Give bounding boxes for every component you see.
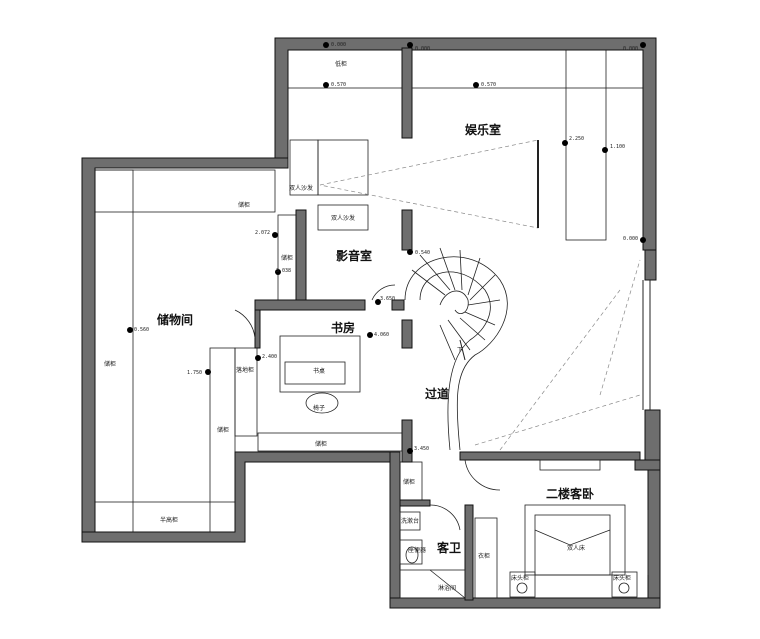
- label-shower: 淋浴间: [438, 584, 456, 592]
- level-value: 0.000: [623, 236, 638, 242]
- level-value: 0.570: [481, 82, 496, 88]
- room-storage: 储物间: [157, 312, 193, 327]
- level-value: 2.072: [255, 230, 270, 236]
- nightstand-right: [611, 571, 638, 598]
- wall-east-2: [644, 409, 661, 461]
- label-storage-cabinet-6: 储柜: [403, 478, 415, 486]
- chair: [305, 392, 339, 414]
- label-nightstand-right: 床头柜: [613, 574, 631, 582]
- label-double-sofa: 双人沙发: [289, 184, 313, 192]
- label-storage-cabinet-4: 储柜: [217, 426, 229, 434]
- level-value: 2.400: [262, 354, 277, 360]
- level-value: 1.750: [187, 370, 202, 376]
- label-storage-cabinet-3: 储柜: [104, 360, 116, 368]
- label-stair-arrow: 下: [457, 347, 463, 354]
- level-value: 0.540: [415, 250, 430, 256]
- level-value: 0.000: [331, 42, 346, 48]
- wall-east-3: [634, 459, 661, 471]
- label-wash-basin: 洗漱台: [401, 517, 419, 525]
- door-swing-study: [234, 309, 256, 339]
- room-theater: 影音室: [336, 248, 372, 263]
- wall-bed-north: [459, 451, 641, 461]
- corridor-dashlines: [474, 259, 641, 451]
- label-floor-cabinet: 落地柜: [236, 366, 254, 374]
- storage-right-cabinet: [209, 347, 236, 539]
- wall-study-east-1: [401, 319, 413, 349]
- label-double-sofa-2: 双人沙发: [331, 214, 355, 222]
- wash-basin: [399, 511, 421, 531]
- label-double-bed: 双人床: [567, 544, 585, 552]
- wall-south: [389, 597, 661, 609]
- study-desk-area: [279, 335, 361, 393]
- wall-theater-west: [295, 209, 307, 301]
- label-nightstand-left: 床头柜: [511, 574, 529, 582]
- wall-bath-north: [399, 499, 431, 507]
- study-bottom-cabinet: [257, 432, 404, 452]
- ent-right-cabinet: [565, 47, 607, 241]
- label-wardrobe: 衣柜: [478, 552, 490, 560]
- study-side-cabinet: [234, 347, 258, 437]
- toilet-area: [399, 539, 423, 565]
- door-swing-bath: [429, 504, 461, 531]
- wall-east-4: [647, 469, 661, 599]
- desk: [284, 361, 346, 385]
- wall-study-west: [254, 309, 261, 349]
- room-study: 书房: [331, 320, 355, 335]
- level-value: 3.650: [380, 296, 395, 302]
- wall-theater-divider: [401, 209, 413, 251]
- level-value: 0.560: [134, 327, 149, 333]
- toilet: [405, 546, 419, 564]
- wall-study-north-2: [391, 299, 405, 311]
- shower: [399, 569, 466, 599]
- level-value: 4.060: [374, 332, 389, 338]
- wall-study-north: [254, 299, 366, 311]
- level-value: 3.038: [276, 268, 291, 274]
- wall-southwest: [81, 451, 391, 543]
- double-bed: [534, 514, 611, 576]
- wall-bath-west: [389, 451, 401, 606]
- level-value: 1.100: [610, 144, 625, 150]
- door-swing-bedroom: [464, 459, 501, 491]
- ent-top-right-cabinet: [411, 47, 645, 89]
- level-value: 0.000: [623, 46, 638, 52]
- label-storage-cabinet-1: 储柜: [238, 201, 250, 209]
- sofa-theater-2: [317, 139, 369, 196]
- storage-left-cabinet: [94, 169, 134, 541]
- label-low-cabinet: 低柜: [335, 60, 347, 68]
- wall-ent-divider: [401, 47, 413, 139]
- level-value: 3.450: [414, 446, 429, 452]
- level-value: 0.570: [331, 82, 346, 88]
- room-corridor: 过道: [425, 386, 449, 401]
- sofa-double: [317, 204, 369, 231]
- label-desk: 书桌: [313, 367, 325, 375]
- room-guest-bedroom: 二楼客卧: [546, 486, 594, 501]
- wall-study-east-2: [401, 419, 413, 463]
- level-value: 0.000: [415, 46, 430, 52]
- label-half-height-cabinet: 半高柜: [160, 516, 178, 524]
- wall-bed-west: [464, 504, 474, 601]
- label-storage-cabinet-2: 储柜: [281, 254, 293, 262]
- nightstand-left: [509, 571, 536, 598]
- room-entertainment: 娱乐室: [465, 122, 501, 137]
- room-guest-bath: 客卫: [436, 540, 461, 555]
- label-chair: 椅子: [313, 404, 325, 412]
- level-markers: [127, 42, 646, 454]
- wall-east-1: [644, 249, 657, 281]
- door-swing-theater: [371, 284, 396, 301]
- label-storage-cabinet-5: 储柜: [315, 440, 327, 448]
- label-toilet: 座便器: [408, 546, 426, 554]
- spiral-stair: [404, 247, 508, 451]
- level-value: 2.250: [569, 136, 584, 142]
- tv-cabinet: [539, 459, 601, 471]
